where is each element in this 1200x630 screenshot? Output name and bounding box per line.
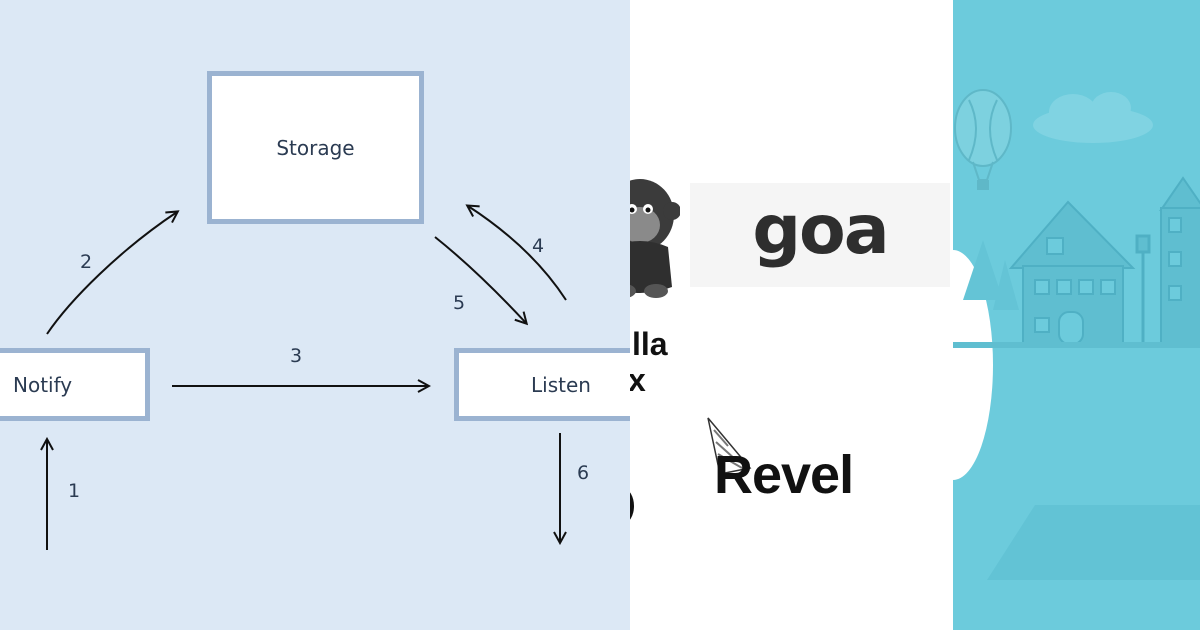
- building-icon: [1159, 176, 1200, 345]
- white-semicircle: [953, 250, 993, 480]
- listen-label: Listen: [531, 372, 591, 397]
- town-illustration: [953, 89, 1200, 580]
- arrow-2: [46, 212, 177, 335]
- goa-logo: goa: [690, 183, 950, 287]
- notify-label: Notify: [13, 372, 73, 397]
- arrow-5: [434, 236, 526, 323]
- ground-line: [953, 342, 1200, 348]
- party-hat-icon: [707, 417, 752, 475]
- bottom-platform: [987, 505, 1200, 580]
- gorilla-text-line-1: lla: [632, 326, 668, 362]
- listen-node: Listen: [454, 348, 630, 421]
- hot-air-balloon-icon: [954, 89, 1012, 190]
- step-label-2: 2: [80, 251, 93, 273]
- goa-logo-text: goa: [752, 191, 889, 270]
- gorilla-icon: [630, 179, 680, 298]
- flow-diagram-panel: Storage Notify Listen 1 2 3 4 5 6: [0, 0, 630, 630]
- street-lamp-icon: [1135, 234, 1151, 342]
- cloud-icon: [1033, 92, 1153, 143]
- house-icon: [1008, 200, 1136, 345]
- gorilla-text-line-2: x: [630, 362, 646, 398]
- step-label-5: 5: [453, 292, 466, 314]
- step-label-3: 3: [290, 345, 303, 367]
- step-label-4: 4: [532, 235, 545, 257]
- logos-panel: goa lla x Revel: [630, 0, 953, 630]
- partial-logo-icon: [630, 492, 634, 520]
- tree-icon: [963, 240, 1019, 310]
- storage-node: Storage: [207, 71, 424, 224]
- gorilla-partial-text: lla x: [630, 326, 668, 398]
- arrow-4: [468, 206, 567, 301]
- storage-label: Storage: [276, 135, 355, 160]
- diagram-arrows: [0, 0, 630, 550]
- town-illustration-panel: [953, 0, 1200, 630]
- step-label-6: 6: [577, 462, 590, 484]
- notify-node: Notify: [0, 348, 150, 421]
- step-label-1: 1: [68, 480, 81, 502]
- revel-logo-text: Revel: [714, 445, 854, 505]
